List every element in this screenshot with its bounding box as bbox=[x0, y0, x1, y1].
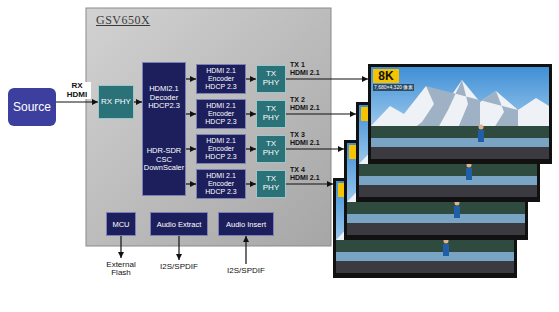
flash-wire bbox=[120, 236, 121, 258]
audio-in-wire bbox=[245, 236, 246, 264]
node-text: Audio Insert bbox=[226, 220, 266, 229]
audio-box: Audio Insert bbox=[218, 212, 274, 236]
phy-box: TX PHY bbox=[256, 100, 286, 128]
pin-label: External Flash bbox=[97, 261, 145, 278]
node-text: RX PHY bbox=[101, 98, 131, 107]
port-label: TX 2 HDMI 2.1 bbox=[290, 96, 322, 111]
signal-arrow bbox=[186, 78, 196, 79]
mcu-box: MCU bbox=[106, 212, 136, 236]
decoder-box: HDMI2.1 Decoder HDCP2.3HDR-SDR CSC DownS… bbox=[142, 62, 186, 196]
output-arrow bbox=[286, 148, 344, 149]
signal-arrow bbox=[246, 113, 256, 114]
node-text: TX PHY bbox=[259, 140, 283, 158]
node-text: TX PHY bbox=[259, 175, 283, 193]
node-text: HDMI 2.1 Encoder HDCP 2.3 bbox=[199, 67, 243, 90]
pin-label: I2S/SPDIF bbox=[224, 267, 268, 275]
encoder-box: HDMI 2.1 Encoder HDCP 2.3 bbox=[196, 64, 246, 94]
node-text: HDMI 2.1 Encoder HDCP 2.3 bbox=[199, 172, 243, 195]
node-text: HDMI 2.1 Encoder HDCP 2.3 bbox=[199, 102, 243, 125]
phy-box: TX PHY bbox=[256, 65, 286, 93]
encoder-box: HDMI 2.1 Encoder HDCP 2.3 bbox=[196, 134, 246, 164]
node-text: MCU bbox=[112, 220, 129, 229]
source-box: Source bbox=[8, 88, 56, 126]
resolution-note: 7,680×4,320 像素 bbox=[373, 84, 414, 91]
signal-arrow bbox=[246, 183, 256, 184]
node-text: HDR-SDR CSC DownScaler bbox=[144, 147, 184, 173]
edge-label: RX HDMI bbox=[63, 82, 91, 99]
signal-arrow bbox=[56, 101, 98, 102]
signal-arrow bbox=[186, 183, 196, 184]
port-label: TX 3 HDMI 2.1 bbox=[290, 131, 322, 146]
node-text: TX PHY bbox=[259, 70, 283, 88]
node-text: Source bbox=[13, 100, 51, 114]
node-text: Audio Extract bbox=[157, 220, 202, 229]
signal-arrow bbox=[186, 113, 196, 114]
pin-label: I2S/SPDIF bbox=[157, 263, 201, 271]
signal-arrow bbox=[246, 78, 256, 79]
port-label: TX 1 HDMI 2.1 bbox=[290, 61, 322, 76]
output-arrow bbox=[286, 78, 368, 79]
encoder-box: HDMI 2.1 Encoder HDCP 2.3 bbox=[196, 99, 246, 129]
audio-box: Audio Extract bbox=[150, 212, 208, 236]
node-text: GSV650X bbox=[96, 13, 150, 28]
chip-box: GSV650X RX PHY HDMI2.1 Decoder HDCP2.3HDR-… bbox=[86, 8, 331, 246]
signal-arrow bbox=[186, 148, 196, 149]
node-text: HDMI2.1 Decoder HDCP2.3 bbox=[144, 85, 184, 111]
phy-box: TX PHY bbox=[256, 135, 286, 163]
phy-box: TX PHY bbox=[256, 170, 286, 198]
signal-arrow bbox=[246, 148, 256, 149]
port-label: TX 4 HDMI 2.1 bbox=[290, 166, 322, 181]
output-arrow bbox=[286, 113, 356, 114]
signal-arrow bbox=[134, 101, 142, 102]
output-arrow bbox=[286, 183, 333, 184]
phy-box: RX PHY bbox=[98, 85, 134, 119]
node-text: TX PHY bbox=[259, 105, 283, 123]
audio-out-wire bbox=[178, 236, 179, 260]
resolution-badge: 8K bbox=[373, 69, 399, 83]
screen bbox=[368, 64, 552, 164]
chip-body bbox=[86, 8, 331, 246]
encoder-box: HDMI 2.1 Encoder HDCP 2.3 bbox=[196, 169, 246, 199]
node-text: HDMI 2.1 Encoder HDCP 2.3 bbox=[199, 137, 243, 160]
